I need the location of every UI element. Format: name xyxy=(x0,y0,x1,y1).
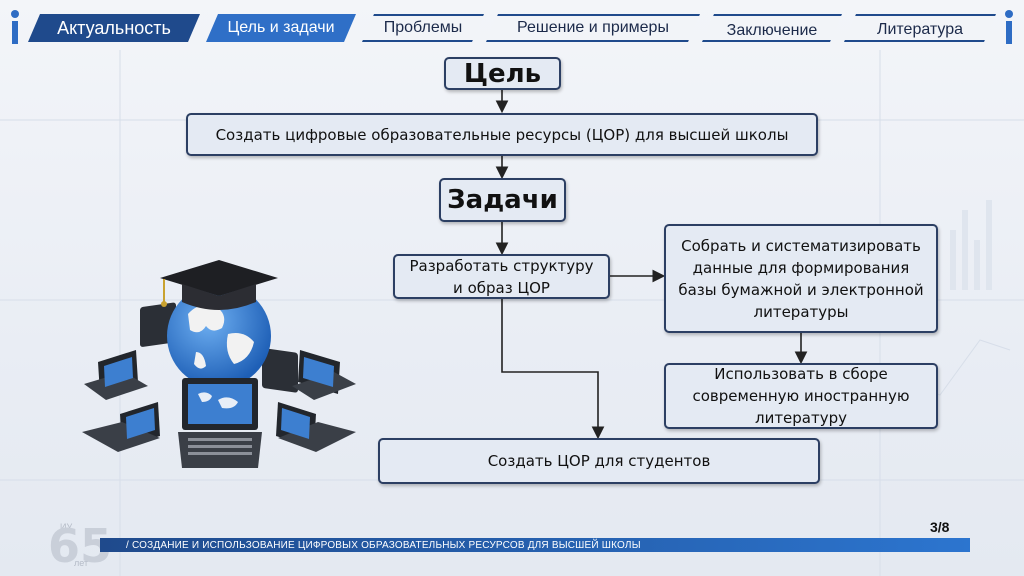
logo-bottom-text: лет xyxy=(74,558,89,568)
task-collect-text: Собрать и систематизировать данные для ф… xyxy=(678,236,924,321)
task-create-text: Создать ЦОР для студентов xyxy=(487,452,711,470)
tab-label: Проблемы xyxy=(383,19,463,36)
task-foreign-text: Использовать в сборе современную иностра… xyxy=(692,365,910,427)
tab-goals[interactable]: Цель и задачи xyxy=(206,14,356,42)
laptop-right-bottom xyxy=(276,402,356,452)
task-foreign-box: Использовать в сборе современную иностра… xyxy=(664,363,938,429)
tab-actuality[interactable]: Актуальность xyxy=(28,14,200,42)
task-create-box: Создать ЦОР для студентов xyxy=(378,438,820,484)
right-info-icon xyxy=(1004,10,1014,44)
laptop-right-top xyxy=(292,350,356,400)
tab-solutions[interactable]: Решение и примеры xyxy=(486,14,700,42)
laptop-front xyxy=(178,378,262,468)
globe-laptops-illustration xyxy=(82,260,356,468)
tab-label: Цель и задачи xyxy=(227,19,335,36)
laptop-back-right xyxy=(262,348,298,393)
tasks-title: Задачи xyxy=(439,178,566,222)
goal-text: Создать цифровые образовательные ресурсы… xyxy=(215,125,789,144)
left-info-icon xyxy=(10,10,20,44)
top-navigation: Актуальность Цель и задачи Проблемы Реше… xyxy=(28,14,996,42)
task-structure-text: Разработать структуру и образ ЦОР xyxy=(409,256,594,297)
goal-title-text: Цель xyxy=(463,58,542,89)
page-number: 3/8 xyxy=(930,519,950,535)
task-structure-box: Разработать структуру и образ ЦОР xyxy=(393,254,610,299)
tab-label: Актуальность xyxy=(57,17,171,38)
tasks-title-text: Задачи xyxy=(447,185,558,215)
goal-box: Создать цифровые образовательные ресурсы… xyxy=(186,113,818,156)
tab-conclusion[interactable]: Заключение xyxy=(702,14,842,42)
tab-label: Литература xyxy=(876,21,964,38)
footer-caption: / СОЗДАНИЕ И ИСПОЛЬЗОВАНИЕ ЦИФРОВЫХ ОБРА… xyxy=(126,539,641,551)
tab-literature[interactable]: Литература xyxy=(844,14,996,42)
laptop-left-bottom xyxy=(82,402,160,452)
task-collect-box: Собрать и систематизировать данные для ф… xyxy=(664,224,938,333)
goal-title: Цель xyxy=(444,57,561,90)
anniversary-logo: ИУ 65 лет xyxy=(48,520,112,572)
laptop-back-left xyxy=(140,302,176,347)
laptop-left-top xyxy=(84,350,148,400)
tab-label: Заключение xyxy=(726,22,818,39)
tab-label: Решение и примеры xyxy=(517,19,669,36)
logo-top-text: ИУ xyxy=(60,522,73,532)
tab-problems[interactable]: Проблемы xyxy=(362,14,484,42)
footer-caption-bar: / СОЗДАНИЕ И ИСПОЛЬЗОВАНИЕ ЦИФРОВЫХ ОБРА… xyxy=(100,538,970,552)
